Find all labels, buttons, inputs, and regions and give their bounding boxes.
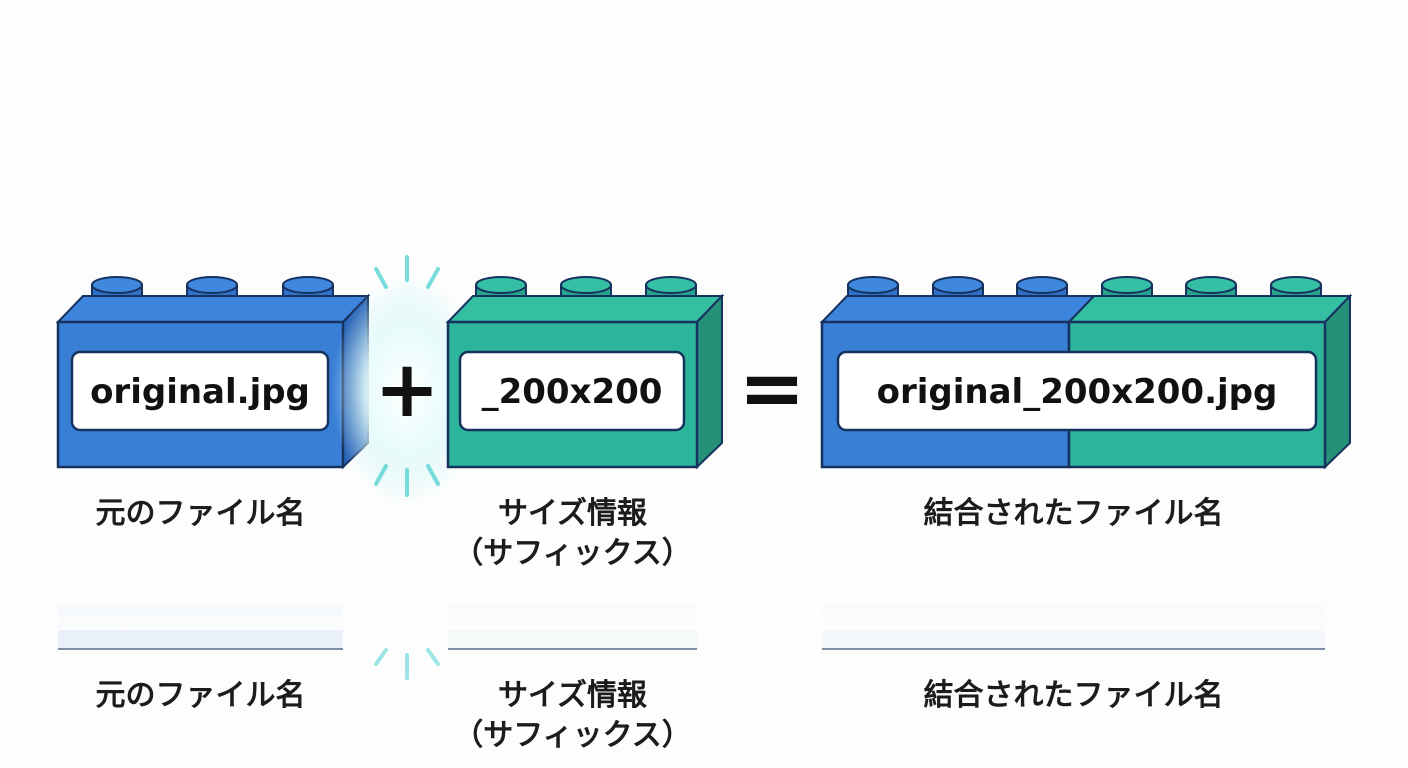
plus-operator-group: + xyxy=(332,255,482,505)
reflection-strip xyxy=(0,590,1408,680)
brick-combined: original_200x200.jpg xyxy=(819,276,1353,470)
brick-suffix: _200x200 xyxy=(445,276,725,470)
reflection-caption-combined: 結合されたファイル名 xyxy=(822,676,1325,716)
reflection-caption-original: 元のファイル名 xyxy=(58,676,343,716)
brick-original-label: original.jpg xyxy=(90,372,310,412)
reflection-sparkle-rays xyxy=(374,648,440,680)
plus-glow xyxy=(332,275,482,505)
caption-suffix-line1: サイズ情報 xyxy=(497,496,648,531)
brick-combined-label: original_200x200.jpg xyxy=(877,372,1278,412)
plus-sparkle-rays xyxy=(374,255,440,497)
brick-combined-side xyxy=(1324,293,1351,470)
caption-suffix-line2: （サフィックス） xyxy=(453,536,692,571)
brick-original: original.jpg xyxy=(55,276,371,470)
brick-suffix-label-plate xyxy=(458,350,686,432)
brick-combined-label-plate xyxy=(836,350,1318,432)
brick-suffix-label: _200x200 xyxy=(482,372,663,412)
caption-original: 元のファイル名 xyxy=(58,494,343,534)
reflection-caption-suffix: サイズ情報 （サフィックス） xyxy=(440,676,705,756)
reflection-caption-original-line1: 元のファイル名 xyxy=(95,678,306,713)
caption-suffix: サイズ情報 （サフィックス） xyxy=(440,494,705,574)
caption-combined-line1: 結合されたファイル名 xyxy=(923,496,1224,531)
equals-sign: = xyxy=(738,342,805,435)
caption-original-line1: 元のファイル名 xyxy=(95,496,306,531)
brick-original-top xyxy=(55,295,371,323)
brick-combined-top-teal xyxy=(1066,295,1353,323)
caption-combined: 結合されたファイル名 xyxy=(822,494,1325,534)
reflection-caption-suffix-line2: （サフィックス） xyxy=(453,718,692,753)
reflection-caption-combined-line1: 結合されたファイル名 xyxy=(923,678,1224,713)
plus-sign: + xyxy=(374,345,439,435)
brick-combined-top-blue xyxy=(819,295,1097,323)
reflection-caption-suffix-line1: サイズ情報 xyxy=(497,678,648,713)
brick-suffix-top xyxy=(445,295,725,323)
brick-original-label-plate xyxy=(70,350,330,432)
brick-suffix-side xyxy=(696,293,723,470)
